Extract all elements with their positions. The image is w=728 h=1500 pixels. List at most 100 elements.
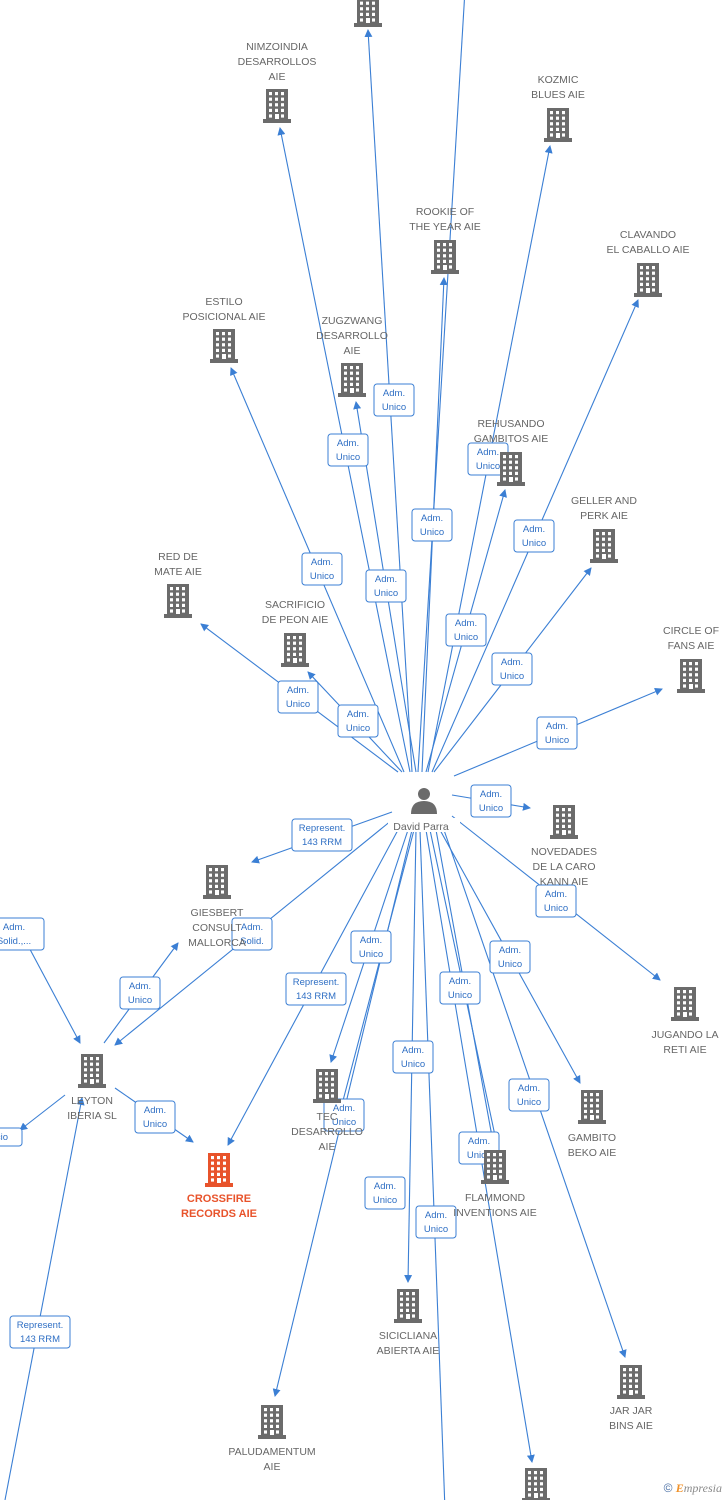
relationship-label[interactable]: Adm. Unico xyxy=(119,976,161,1010)
company-name: DESARROLLO xyxy=(291,1126,363,1138)
edge-line xyxy=(419,829,446,1500)
relationship-label[interactable]: Adm. Unico xyxy=(323,1098,365,1132)
relationship-label[interactable]: Represent.143 RRM xyxy=(291,818,353,852)
building-icon xyxy=(354,0,382,27)
relationship-label[interactable]: Adm.Solid.,... xyxy=(0,917,45,951)
company-name: DE LA CARO xyxy=(532,861,595,873)
company-name: TEC xyxy=(317,1111,338,1123)
building-icon xyxy=(78,1054,106,1088)
relationship-label-text: cio xyxy=(0,1132,8,1143)
relationship-label-text: Unico xyxy=(336,452,360,463)
relationship-label[interactable]: Adm.Unico xyxy=(513,519,555,553)
relationship-label-text: Unico xyxy=(332,1117,356,1128)
relationship-label-text: Unico xyxy=(420,527,444,538)
relationship-label[interactable]: Adm.Unico xyxy=(467,442,509,476)
company-name: ESTILO xyxy=(205,296,242,308)
relationship-label-text: 143 RRM xyxy=(296,991,336,1002)
company-name: SACRIFICIO xyxy=(265,599,325,611)
company-name: PALUDAMENTUM xyxy=(228,1446,315,1458)
company-node[interactable] xyxy=(354,0,382,27)
company-name: CROSSFIRE xyxy=(187,1193,251,1205)
relationship-label[interactable]: Represent.143 RRM xyxy=(9,1315,71,1349)
relationship-label[interactable]: Adm.Unico xyxy=(392,1040,434,1074)
building-icon xyxy=(338,363,366,397)
relationship-label[interactable]: Adm.Unico xyxy=(337,704,379,738)
relationship-label[interactable]: Adm.Unico xyxy=(508,1078,550,1112)
company-name: REHUSANDO xyxy=(477,418,544,430)
relationship-label[interactable]: Adm.Unico xyxy=(134,1100,176,1134)
relationship-label[interactable]: Adm. Unico xyxy=(277,680,319,714)
person-node[interactable]: David Parra xyxy=(388,788,460,833)
building-icon xyxy=(258,1405,286,1439)
relationship-label[interactable]: Adm.Unico xyxy=(445,613,487,647)
relationship-label[interactable]: Adm.Unico xyxy=(439,971,481,1005)
relationship-label[interactable]: Adm.Unico xyxy=(327,433,369,467)
company-name: CIRCLE OF xyxy=(663,625,719,637)
relationship-label-text: Unico xyxy=(498,959,522,970)
relationship-label[interactable]: Adm.Unico xyxy=(365,569,407,603)
relationship-label[interactable]: Adm.Unico xyxy=(301,552,343,586)
relationship-label-text: Adm. xyxy=(347,709,369,720)
relationship-label-text: Adm. xyxy=(287,685,309,696)
relationship-label[interactable]: Adm.Solid. xyxy=(231,917,273,951)
relationship-label-text: Unico xyxy=(128,995,152,1006)
company-name: DESARROLLOS xyxy=(238,56,317,68)
relationship-label-text: Unico xyxy=(373,1195,397,1206)
relationship-label[interactable]: Adm.Unico xyxy=(535,884,577,918)
relationship-label[interactable]: Adm.Unico xyxy=(350,930,392,964)
company-name: BLUES AIE xyxy=(531,89,585,101)
relationship-label[interactable]: Adm.Unico xyxy=(415,1205,457,1239)
company-name: EL CABALLO AIE xyxy=(606,244,689,256)
relationship-label-text: Adm. xyxy=(449,976,471,987)
relationship-label[interactable]: Adm.Unico xyxy=(364,1176,406,1210)
building-icon xyxy=(578,1090,606,1124)
relationship-label[interactable]: Adm. Unico xyxy=(489,940,531,974)
building-icon xyxy=(677,659,705,693)
relationship-label-text: Adm. xyxy=(402,1045,424,1056)
relationship-label-text: Represent. xyxy=(299,823,345,834)
relationship-label[interactable]: Adm.Unico xyxy=(491,652,533,686)
relationship-label-text: Adm. xyxy=(499,945,521,956)
relationship-label-text: Adm. xyxy=(421,513,443,524)
relationship-label-text: Adm. xyxy=(129,981,151,992)
company-name: ABIERTA AIE xyxy=(377,1345,440,1357)
relationship-label[interactable]: Adm.Unico xyxy=(536,716,578,750)
relationship-label-text: Adm. xyxy=(333,1103,355,1114)
relationship-label[interactable]: Adm.Unico xyxy=(373,383,415,417)
relationship-label[interactable]: cio xyxy=(0,1127,23,1147)
relationship-label[interactable]: Adm.Unico xyxy=(470,784,512,818)
relationship-label-text: Unico xyxy=(479,803,503,814)
building-icon xyxy=(431,240,459,274)
edge-line xyxy=(417,0,465,773)
company-node[interactable] xyxy=(522,1468,550,1500)
footer-brand[interactable]: © Empresia xyxy=(664,1481,722,1496)
relationship-label[interactable]: Represent.143 RRM xyxy=(285,972,347,1006)
relationship-label-text: Unico xyxy=(286,699,310,710)
relationship-label[interactable]: Adm. Unico xyxy=(411,508,453,542)
relationship-label-text: Solid. xyxy=(240,936,264,947)
edge-line xyxy=(337,829,415,1113)
